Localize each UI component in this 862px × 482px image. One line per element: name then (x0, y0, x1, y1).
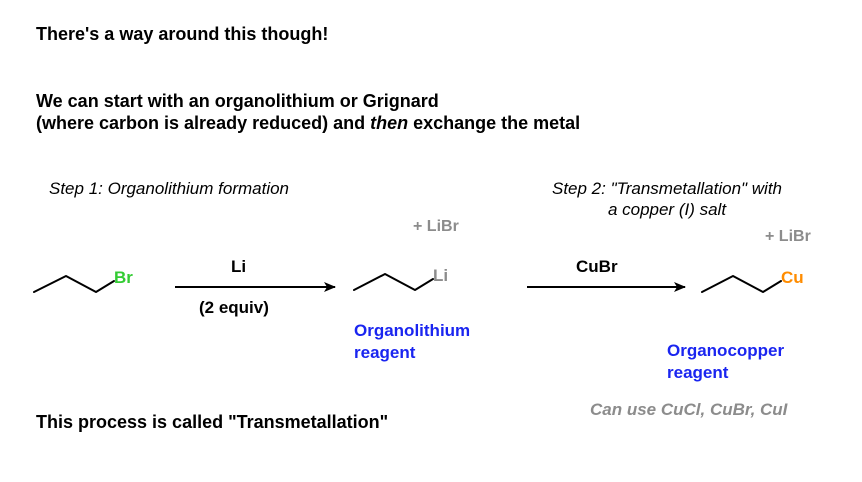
intro-line-2-end: exchange the metal (408, 113, 581, 133)
transmetallation-footer: This process is called "Transmetallation… (36, 412, 389, 432)
bromine-atom: Br (114, 268, 133, 287)
organolithium-line-2: reagent (354, 343, 416, 362)
propyl-copper-structure: Cu (701, 268, 804, 293)
organocopper-line-2: reagent (667, 363, 729, 382)
propyl-chain-2 (353, 273, 434, 291)
step-2-label: Step 2: "Transmetallation" with a copper… (512, 178, 822, 220)
intro-text: We can start with an organolithium or Gr… (36, 90, 580, 134)
step-2-line-2: a copper (I) salt (607, 200, 727, 219)
copper-salt-options-note: Can use CuCl, CuBr, CuI (590, 400, 788, 419)
propyl-chain-1 (33, 275, 115, 293)
byproduct-libr-1: + LiBr (413, 218, 459, 235)
copper-atom: Cu (781, 268, 804, 287)
organocopper-line-1: Organocopper (667, 341, 785, 360)
intro-line-2-start: (where carbon is already reduced) and (36, 113, 371, 133)
lithium-atom: Li (433, 266, 448, 285)
arrow-1-equivalents-label: (2 equiv) (199, 298, 269, 317)
page-heading: There's a way around this though! (36, 24, 329, 44)
organolithium-line-1: Organolithium (354, 321, 471, 340)
byproduct-libr-2: + LiBr (765, 228, 811, 245)
organolithium-reagent-label: Organolithium reagent (354, 320, 470, 364)
intro-line-1: We can start with an organolithium or Gr… (36, 91, 439, 111)
propyl-bromide-structure: Br (33, 268, 133, 293)
step-2-line-1: Step 2: "Transmetallation" with (551, 179, 783, 198)
step-1-label: Step 1: Organolithium formation (49, 179, 290, 198)
intro-line-2: (where carbon is already reduced) and th… (36, 112, 580, 134)
propyl-chain-3 (701, 275, 782, 293)
organocopper-reagent-label: Organocopper reagent (667, 340, 784, 384)
arrow-1-reagent-label: Li (231, 257, 247, 276)
propyl-lithium-structure: Li (353, 266, 448, 291)
intro-emphasis: then (370, 113, 409, 133)
arrow-2-reagent-label: CuBr (576, 257, 618, 276)
